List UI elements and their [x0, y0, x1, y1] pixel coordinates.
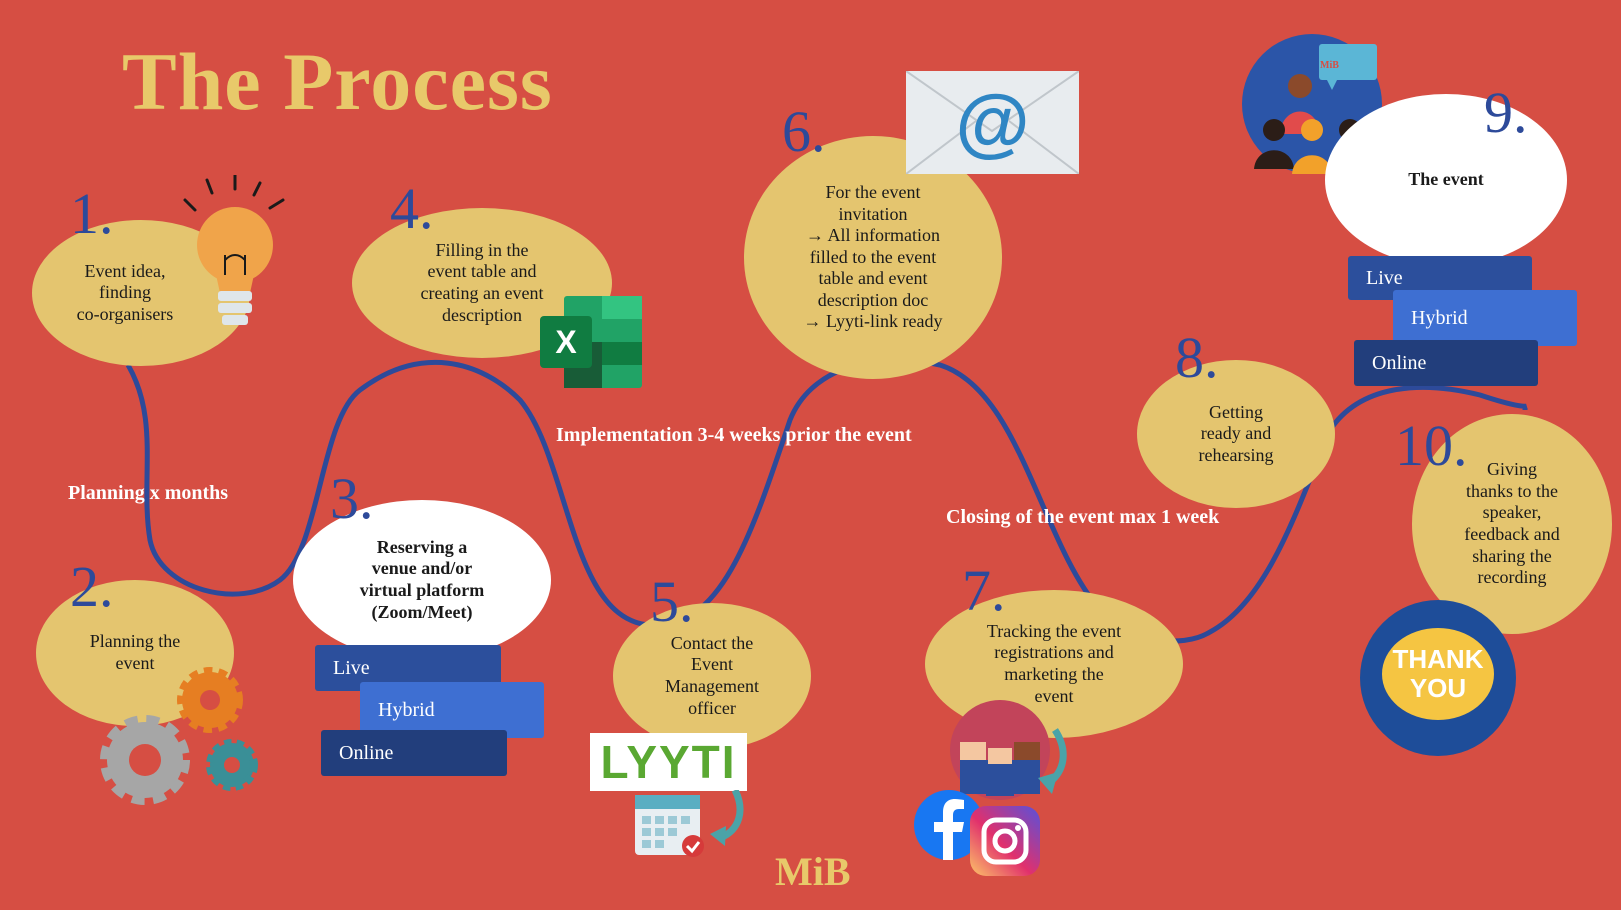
- phase-closing: Closing of the event max 1 week: [946, 506, 1220, 528]
- step-7-text: Tracking the event registrations and mar…: [986, 620, 1122, 706]
- instagram-icon: [970, 806, 1040, 876]
- step-2-number: 2.: [70, 554, 114, 619]
- step-7-number: 7.: [962, 558, 1006, 623]
- format-online-tag: Online: [321, 730, 507, 776]
- step-10-text: Giving thanks to the speaker, feedback a…: [1464, 459, 1560, 588]
- step-5-ellipse: Contact the Event Management officer: [613, 603, 811, 749]
- step-8-number: 8.: [1175, 325, 1219, 390]
- step-8-text: Getting ready and rehearsing: [1198, 401, 1274, 465]
- step-6-ellipse: For the event invitation → All informati…: [744, 136, 1002, 379]
- event-format-online-tag: Online: [1354, 340, 1538, 386]
- phase-planning: Planning x months: [68, 482, 229, 504]
- step-10-ellipse: Giving thanks to the speaker, feedback a…: [1412, 414, 1612, 634]
- step-4-number: 4.: [390, 176, 434, 241]
- lightbulb-icon: [183, 175, 285, 325]
- step-9-number: 9.: [1484, 80, 1528, 145]
- step-4-text: Filling in the event table and creating …: [420, 239, 544, 325]
- email-icon: @: [906, 71, 1079, 174]
- at-symbol: @: [955, 80, 1030, 165]
- format-hybrid-tag: Hybrid: [360, 682, 544, 738]
- step-10-number: 10.: [1395, 413, 1468, 478]
- step-1-number: 1.: [70, 181, 114, 246]
- step-5-number: 5.: [650, 569, 694, 634]
- step-3-number: 3.: [330, 466, 374, 531]
- mib-small-logo: MiB: [1320, 60, 1339, 71]
- step-9-text: The event: [1408, 169, 1484, 190]
- step-9-ellipse: The event: [1325, 94, 1567, 266]
- step-3-ellipse: Reserving a venue and/or virtual platfor…: [293, 500, 551, 660]
- step-6-text: For the event invitation → All informati…: [803, 181, 943, 332]
- excel-letter: X: [555, 323, 577, 360]
- thank-you-bubble: THANK YOU: [1382, 628, 1494, 720]
- phase-implementation: Implementation 3-4 weeks prior the event: [556, 424, 912, 446]
- brand-logo: MiB: [775, 849, 851, 894]
- step-1-text: Event idea, finding co-organisers: [76, 260, 174, 324]
- people-icon: [950, 700, 1067, 800]
- step-5-text: Contact the Event Management officer: [665, 632, 759, 718]
- event-format-hybrid-tag: Hybrid: [1393, 290, 1577, 346]
- calendar-icon: [635, 790, 744, 857]
- step-6-number: 6.: [782, 99, 826, 164]
- step-3-text: Reserving a venue and/or virtual platfor…: [359, 536, 485, 622]
- facebook-icon: [914, 790, 984, 860]
- excel-icon: X: [540, 296, 642, 388]
- step-2-text: Planning the event: [89, 631, 181, 673]
- gears-icon: [100, 667, 258, 805]
- step-8-ellipse: Getting ready and rehearsing: [1137, 360, 1335, 508]
- page-title: The Process: [122, 36, 553, 127]
- thank-you-icon: THANK YOU: [1360, 600, 1516, 756]
- lyyti-logo: LYYTI: [590, 733, 747, 791]
